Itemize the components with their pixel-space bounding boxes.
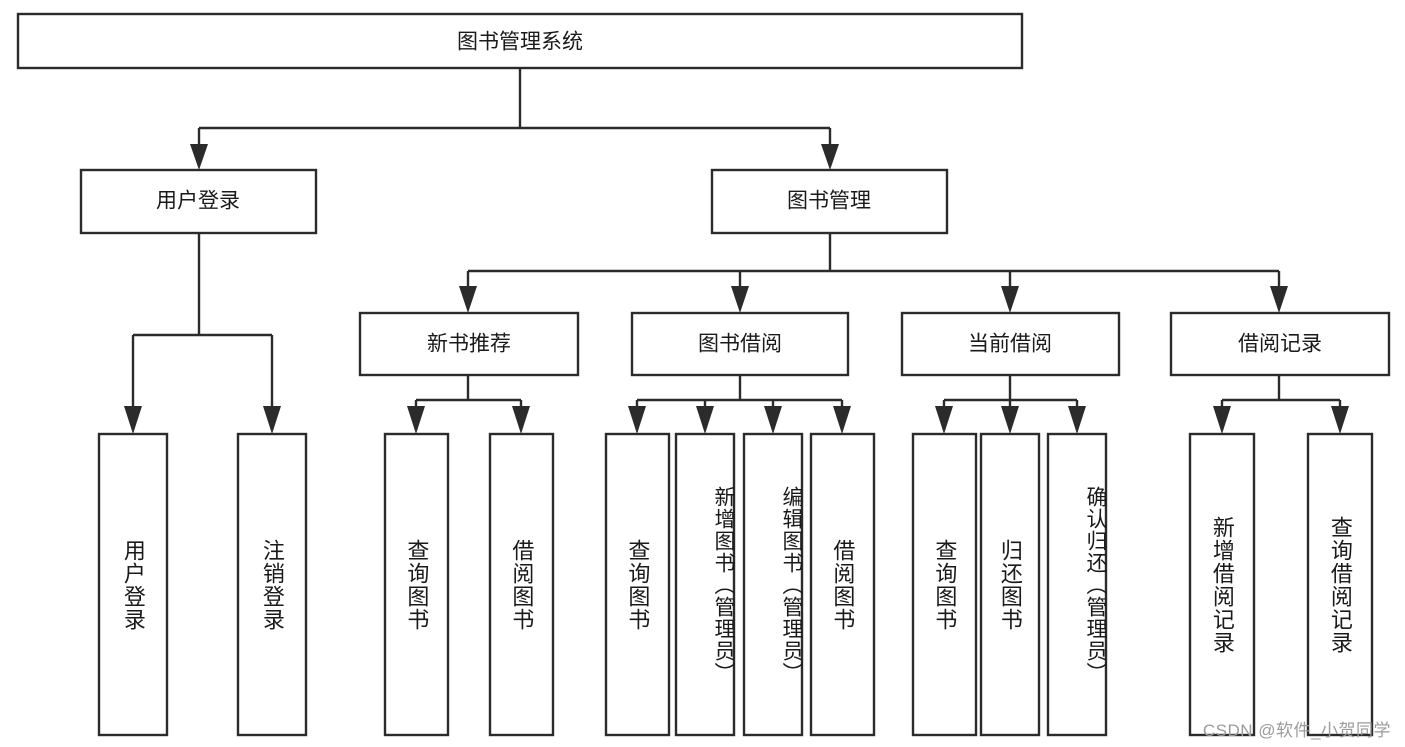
leaf-box-add-record[interactable] (1188, 432, 1256, 737)
node-new-book-rec-box[interactable] (358, 311, 580, 377)
leaf-box-query-book-3[interactable] (911, 432, 978, 737)
arrow-head-leaf-confirm-return (1068, 406, 1086, 434)
node-new-book-rec[interactable]: 新书推荐 (358, 311, 580, 377)
leaf-box-borrow-book-1[interactable] (488, 432, 555, 737)
leaf-label-edit-book: 编辑图书（管理员） (780, 485, 803, 684)
arrow-head-book-manage (821, 144, 839, 170)
leaf-box-logout[interactable] (236, 432, 308, 737)
connector-group-user-login (124, 233, 281, 434)
leaf-label-query-book-1: 查询图书 (404, 538, 430, 631)
leaf-box-user-login[interactable] (97, 432, 169, 737)
leaf-boxes (97, 432, 1374, 737)
leaf-box-query-record[interactable] (1306, 432, 1374, 737)
arrow-head-new-book-rec (459, 286, 477, 313)
arrow-head-leaf-return-book (1001, 406, 1019, 434)
leaf-box-confirm-return[interactable] (1046, 432, 1108, 737)
connector-group-book-borrow (628, 375, 851, 434)
arrow-head-leaf-query-book-3 (935, 406, 953, 434)
leaf-label-borrow-book-2: 借阅图书 (830, 538, 856, 631)
leaf-label-user-login: 用户登录 (120, 538, 146, 631)
arrow-head-leaf-query-record (1331, 406, 1349, 434)
node-borrow-record[interactable]: 借阅记录 (1169, 311, 1391, 377)
arrow-head-leaf-query-book-1 (407, 406, 425, 434)
arrow-head-leaf-add-book (696, 406, 714, 434)
leaf-box-return-book[interactable] (979, 432, 1041, 737)
connector-group-book-manage (459, 233, 1288, 313)
node-current-borrow-label: 当前借阅 (968, 333, 1052, 356)
leaf-label-query-book-3: 查询图书 (932, 538, 958, 631)
leaf-box-query-book-2[interactable] (604, 432, 671, 737)
leaf-label-borrow-book-1: 借阅图书 (509, 538, 535, 631)
node-current-borrow-box[interactable] (900, 311, 1121, 377)
node-root-box[interactable] (16, 12, 1024, 70)
node-user-login-box[interactable] (79, 168, 318, 235)
leaf-label-query-book-2: 查询图书 (625, 538, 651, 631)
node-new-book-rec-label: 新书推荐 (427, 333, 511, 356)
node-current-borrow[interactable]: 当前借阅 (900, 311, 1121, 377)
leaf-box-borrow-book-2[interactable] (809, 432, 876, 737)
node-book-borrow[interactable]: 图书借阅 (630, 311, 850, 377)
arrow-head-current-borrow (1001, 286, 1019, 313)
node-borrow-record-box[interactable] (1169, 311, 1391, 377)
arrow-head-leaf-borrow-book-1 (512, 406, 530, 434)
node-book-manage-label: 图书管理 (787, 190, 871, 213)
connector-group-root (190, 68, 839, 170)
connector-group-borrow-record (1213, 375, 1349, 434)
leaf-box-add-book[interactable] (674, 432, 736, 737)
leaf-label-add-record: 新增借阅记录 (1209, 515, 1235, 654)
leaf-label-return-book: 归还图书 (997, 538, 1023, 631)
leaf-label-logout: 注销登录 (259, 538, 285, 631)
connector-group-new-book-rec (407, 375, 530, 434)
arrow-head-leaf-edit-book (764, 406, 782, 434)
arrow-head-book-borrow (731, 286, 749, 313)
arrow-head-leaf-user-login (124, 406, 142, 434)
node-user-login-label: 用户登录 (156, 190, 240, 213)
watermark-text: CSDN @软件_小贺同学 (1202, 721, 1391, 740)
arrow-head-leaf-add-record (1213, 406, 1231, 434)
node-user-login[interactable]: 用户登录 (79, 168, 318, 235)
arrow-head-leaf-borrow-book-2 (833, 406, 851, 434)
leaf-label-query-record: 查询借阅记录 (1327, 515, 1353, 654)
node-root-label: 图书管理系统 (457, 31, 583, 54)
arrow-head-leaf-logout (263, 406, 281, 434)
connector-group-current-borrow (935, 375, 1086, 434)
node-book-borrow-label: 图书借阅 (698, 333, 782, 356)
arrow-head-leaf-query-book-2 (628, 406, 646, 434)
leaf-label-add-book: 新增图书（管理员） (712, 485, 735, 684)
leaf-box-query-book-1[interactable] (383, 432, 450, 737)
arrow-head-borrow-record (1270, 286, 1288, 313)
node-book-borrow-box[interactable] (630, 311, 850, 377)
node-book-manage-box[interactable] (710, 168, 949, 235)
leaf-label-confirm-return: 确认归还（管理员） (1084, 485, 1107, 684)
node-borrow-record-label: 借阅记录 (1238, 333, 1322, 356)
arrow-head-user-login (190, 144, 208, 170)
node-root[interactable]: 图书管理系统 (16, 12, 1024, 70)
leaf-box-edit-book[interactable] (742, 432, 804, 737)
node-book-manage[interactable]: 图书管理 (710, 168, 949, 235)
